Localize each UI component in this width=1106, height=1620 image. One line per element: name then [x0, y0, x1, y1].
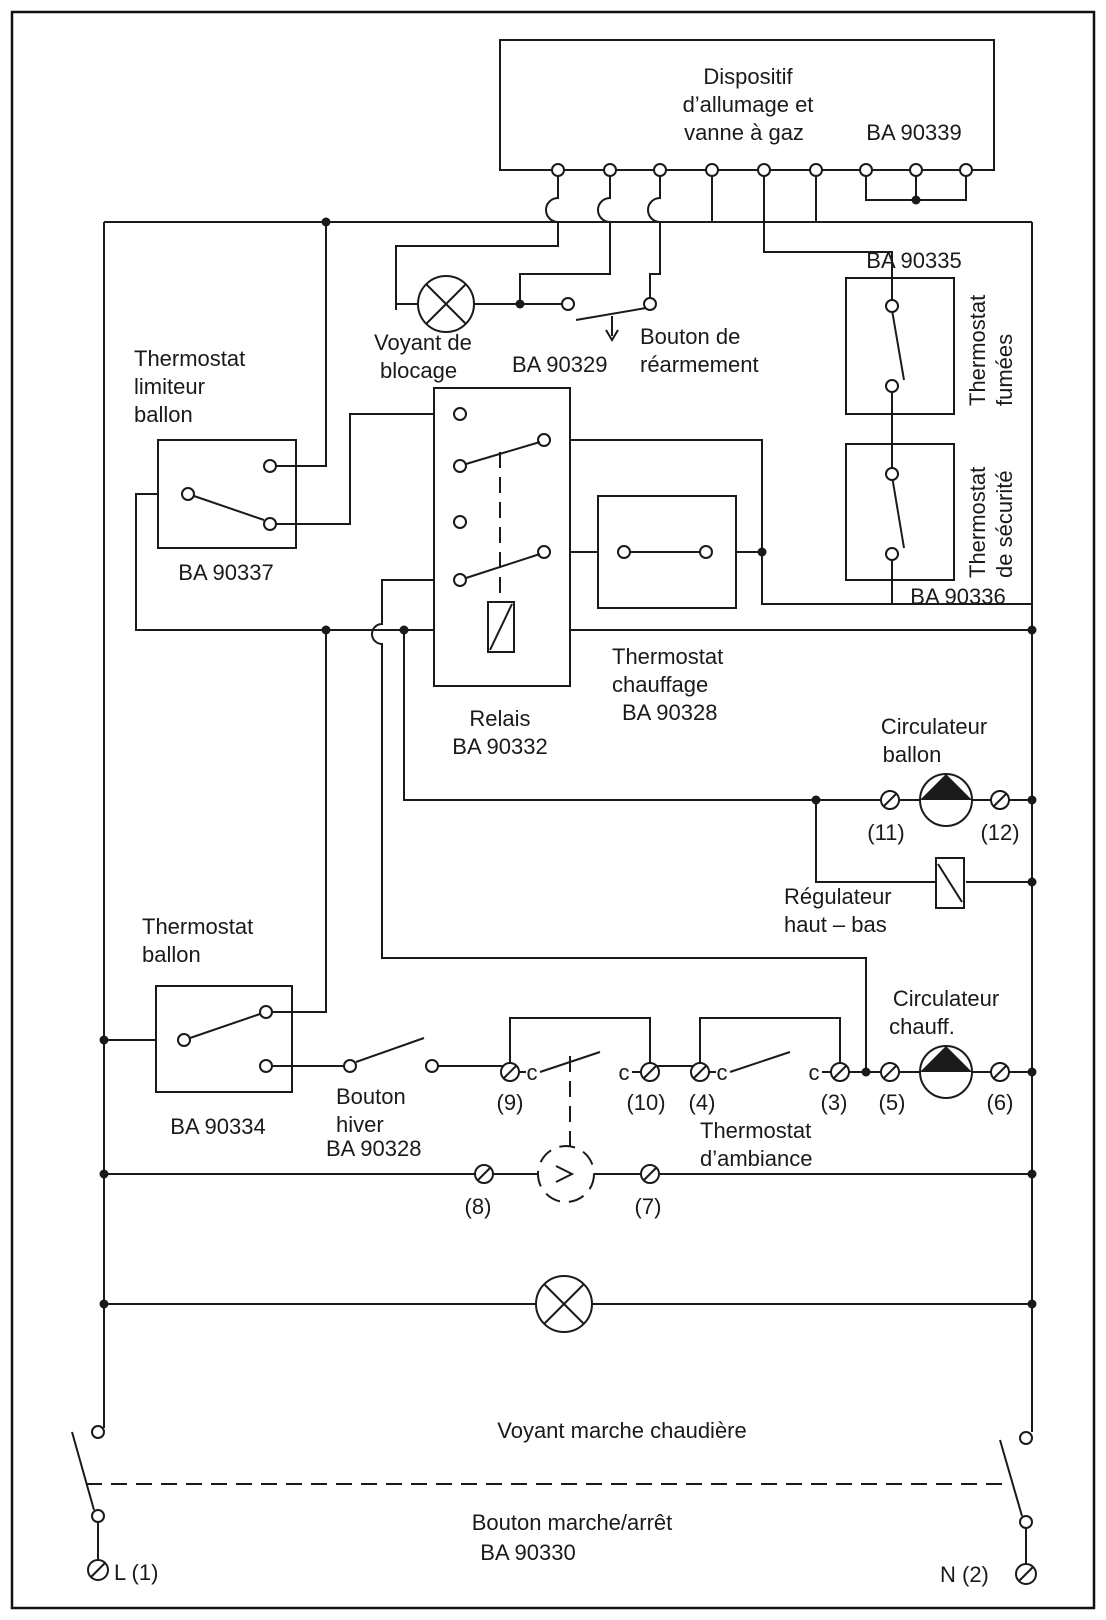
circulateur-ballon-label-1: Circulateur [881, 714, 987, 739]
thermostat-ballon-label-2: ballon [142, 942, 201, 967]
bouton-rearmement: BA 90329 Bouton de réarmement [512, 297, 759, 377]
ignition-ref: BA 90339 [866, 120, 961, 145]
voyant-marche-label: Voyant marche chaudière [497, 1418, 747, 1443]
terminal-6: (6) [987, 1090, 1014, 1115]
circulateur-chauffage: Circulateur chauff. (5) (6) [879, 986, 1014, 1115]
thermostat-limiteur-ref: BA 90337 [178, 560, 273, 585]
bouton-hiver-ref: BA 90328 [326, 1136, 421, 1161]
regulateur-label-1: Régulateur [784, 884, 892, 909]
supply-live-label: L (1) [114, 1560, 158, 1585]
thermostat-ballon-ref: BA 90334 [170, 1114, 265, 1139]
bouton-rearmement-label-2: réarmement [640, 352, 759, 377]
ignition-label-2: d’allumage et [683, 92, 814, 117]
circulateur-chauff-label-1: Circulateur [893, 986, 999, 1011]
circulateur-ballon-terminal-12: (12) [980, 820, 1019, 845]
thermostat-fumees: BA 90335 Thermostat fumées [845, 248, 1017, 446]
thermostat-chauffage-label-2: chauffage [612, 672, 708, 697]
diagram-frame [10, 10, 1096, 1610]
bouton-hiver-label-1: Bouton [336, 1084, 406, 1109]
thermostat-fumees-label-2: fumées [992, 334, 1017, 406]
thermostat-securite-label-1: Thermostat [965, 467, 990, 578]
bouton-rearmement-label-1: Bouton de [640, 324, 740, 349]
thermostat-limiteur-label-3: ballon [134, 402, 193, 427]
thermostat-fumees-ref: BA 90335 [866, 248, 961, 273]
supply-terminals: L (1) N (2) [87, 1559, 1037, 1587]
thermostat-limiteur-label-2: limiteur [134, 374, 205, 399]
ignition-label-1: Dispositif [703, 64, 793, 89]
terminal-10: (10) [626, 1090, 665, 1115]
bouton-hiver: Bouton hiver BA 90328 [326, 1037, 439, 1161]
relais-label: Relais [469, 706, 530, 731]
regulateur-label-2: haut – bas [784, 912, 887, 937]
bouton-marche-ref: BA 90330 [480, 1540, 575, 1565]
contact-c-2: c [619, 1060, 630, 1085]
thermostat-chauffage: Thermostat chauffage BA 90328 [597, 495, 737, 725]
relais-ref: BA 90332 [452, 734, 547, 759]
terminal-3: (3) [821, 1090, 848, 1115]
contact-c-1: c [527, 1060, 538, 1085]
circulateur-chauff-label-2: chauff. [889, 1014, 955, 1039]
bouton-marche-arret: Bouton marche/arrêt BA 90330 [71, 1425, 1033, 1565]
thermostat-securite: Thermostat de sécurité BA 90336 [845, 414, 1032, 609]
thermostat-securite-ref: BA 90336 [910, 584, 1005, 609]
thermostat-chauffage-ref: BA 90328 [622, 700, 717, 725]
voyant-marche-chaudiere: Voyant marche chaudière [497, 1275, 747, 1443]
circulateur-ballon: Circulateur ballon (11) (12) [867, 714, 1019, 845]
junction-dots [99, 195, 1037, 1309]
circulateur-ballon-terminal-11: (11) [867, 820, 905, 845]
thermostat-ambiance-label-1: Thermostat [700, 1118, 811, 1143]
thermostat-limiteur-ballon: Thermostat limiteur ballon BA 90337 [134, 346, 297, 585]
thermostat-ballon: Thermostat ballon BA 90334 [142, 914, 293, 1139]
contact-c-4: c [809, 1060, 820, 1085]
relais: Relais BA 90332 [433, 387, 571, 759]
terminal-9: (9) [497, 1090, 524, 1115]
terminal-4: (4) [689, 1090, 716, 1115]
ignition-label-3: vanne à gaz [684, 120, 804, 145]
voyant-blocage-label-1: Voyant de [374, 330, 472, 355]
terminal-8: (8) [465, 1194, 492, 1219]
thermostat-ambiance-label-2: d’ambiance [700, 1146, 813, 1171]
thermostat-fumees-label-1: Thermostat [965, 295, 990, 406]
ignition-terminals [551, 163, 973, 177]
terminal-5: (5) [879, 1090, 906, 1115]
thermostat-securite-label-2: de sécurité [992, 470, 1017, 578]
ignition-device: Dispositif d’allumage et vanne à gaz BA … [499, 39, 995, 171]
thermostat-ambiance: c c c c (9) (10) (4) (3) (8) (7) Thermos… [465, 1051, 850, 1219]
contact-c-3: c [717, 1060, 728, 1085]
circulateur-ballon-label-2: ballon [883, 742, 942, 767]
terminal-7: (7) [635, 1194, 662, 1219]
thermostat-ballon-label-1: Thermostat [142, 914, 253, 939]
bouton-rearmement-ref: BA 90329 [512, 352, 607, 377]
voyant-blocage-label-2: blocage [380, 358, 457, 383]
voyant-blocage: Voyant de blocage [374, 275, 475, 383]
bouton-marche-label: Bouton marche/arrêt [472, 1510, 673, 1535]
bouton-hiver-label-2: hiver [336, 1112, 384, 1137]
thermostat-chauffage-label-1: Thermostat [612, 644, 723, 669]
thermostat-limiteur-label-1: Thermostat [134, 346, 245, 371]
supply-neutral-label: N (2) [940, 1562, 989, 1587]
regulateur-haut-bas: Régulateur haut – bas [784, 857, 965, 937]
